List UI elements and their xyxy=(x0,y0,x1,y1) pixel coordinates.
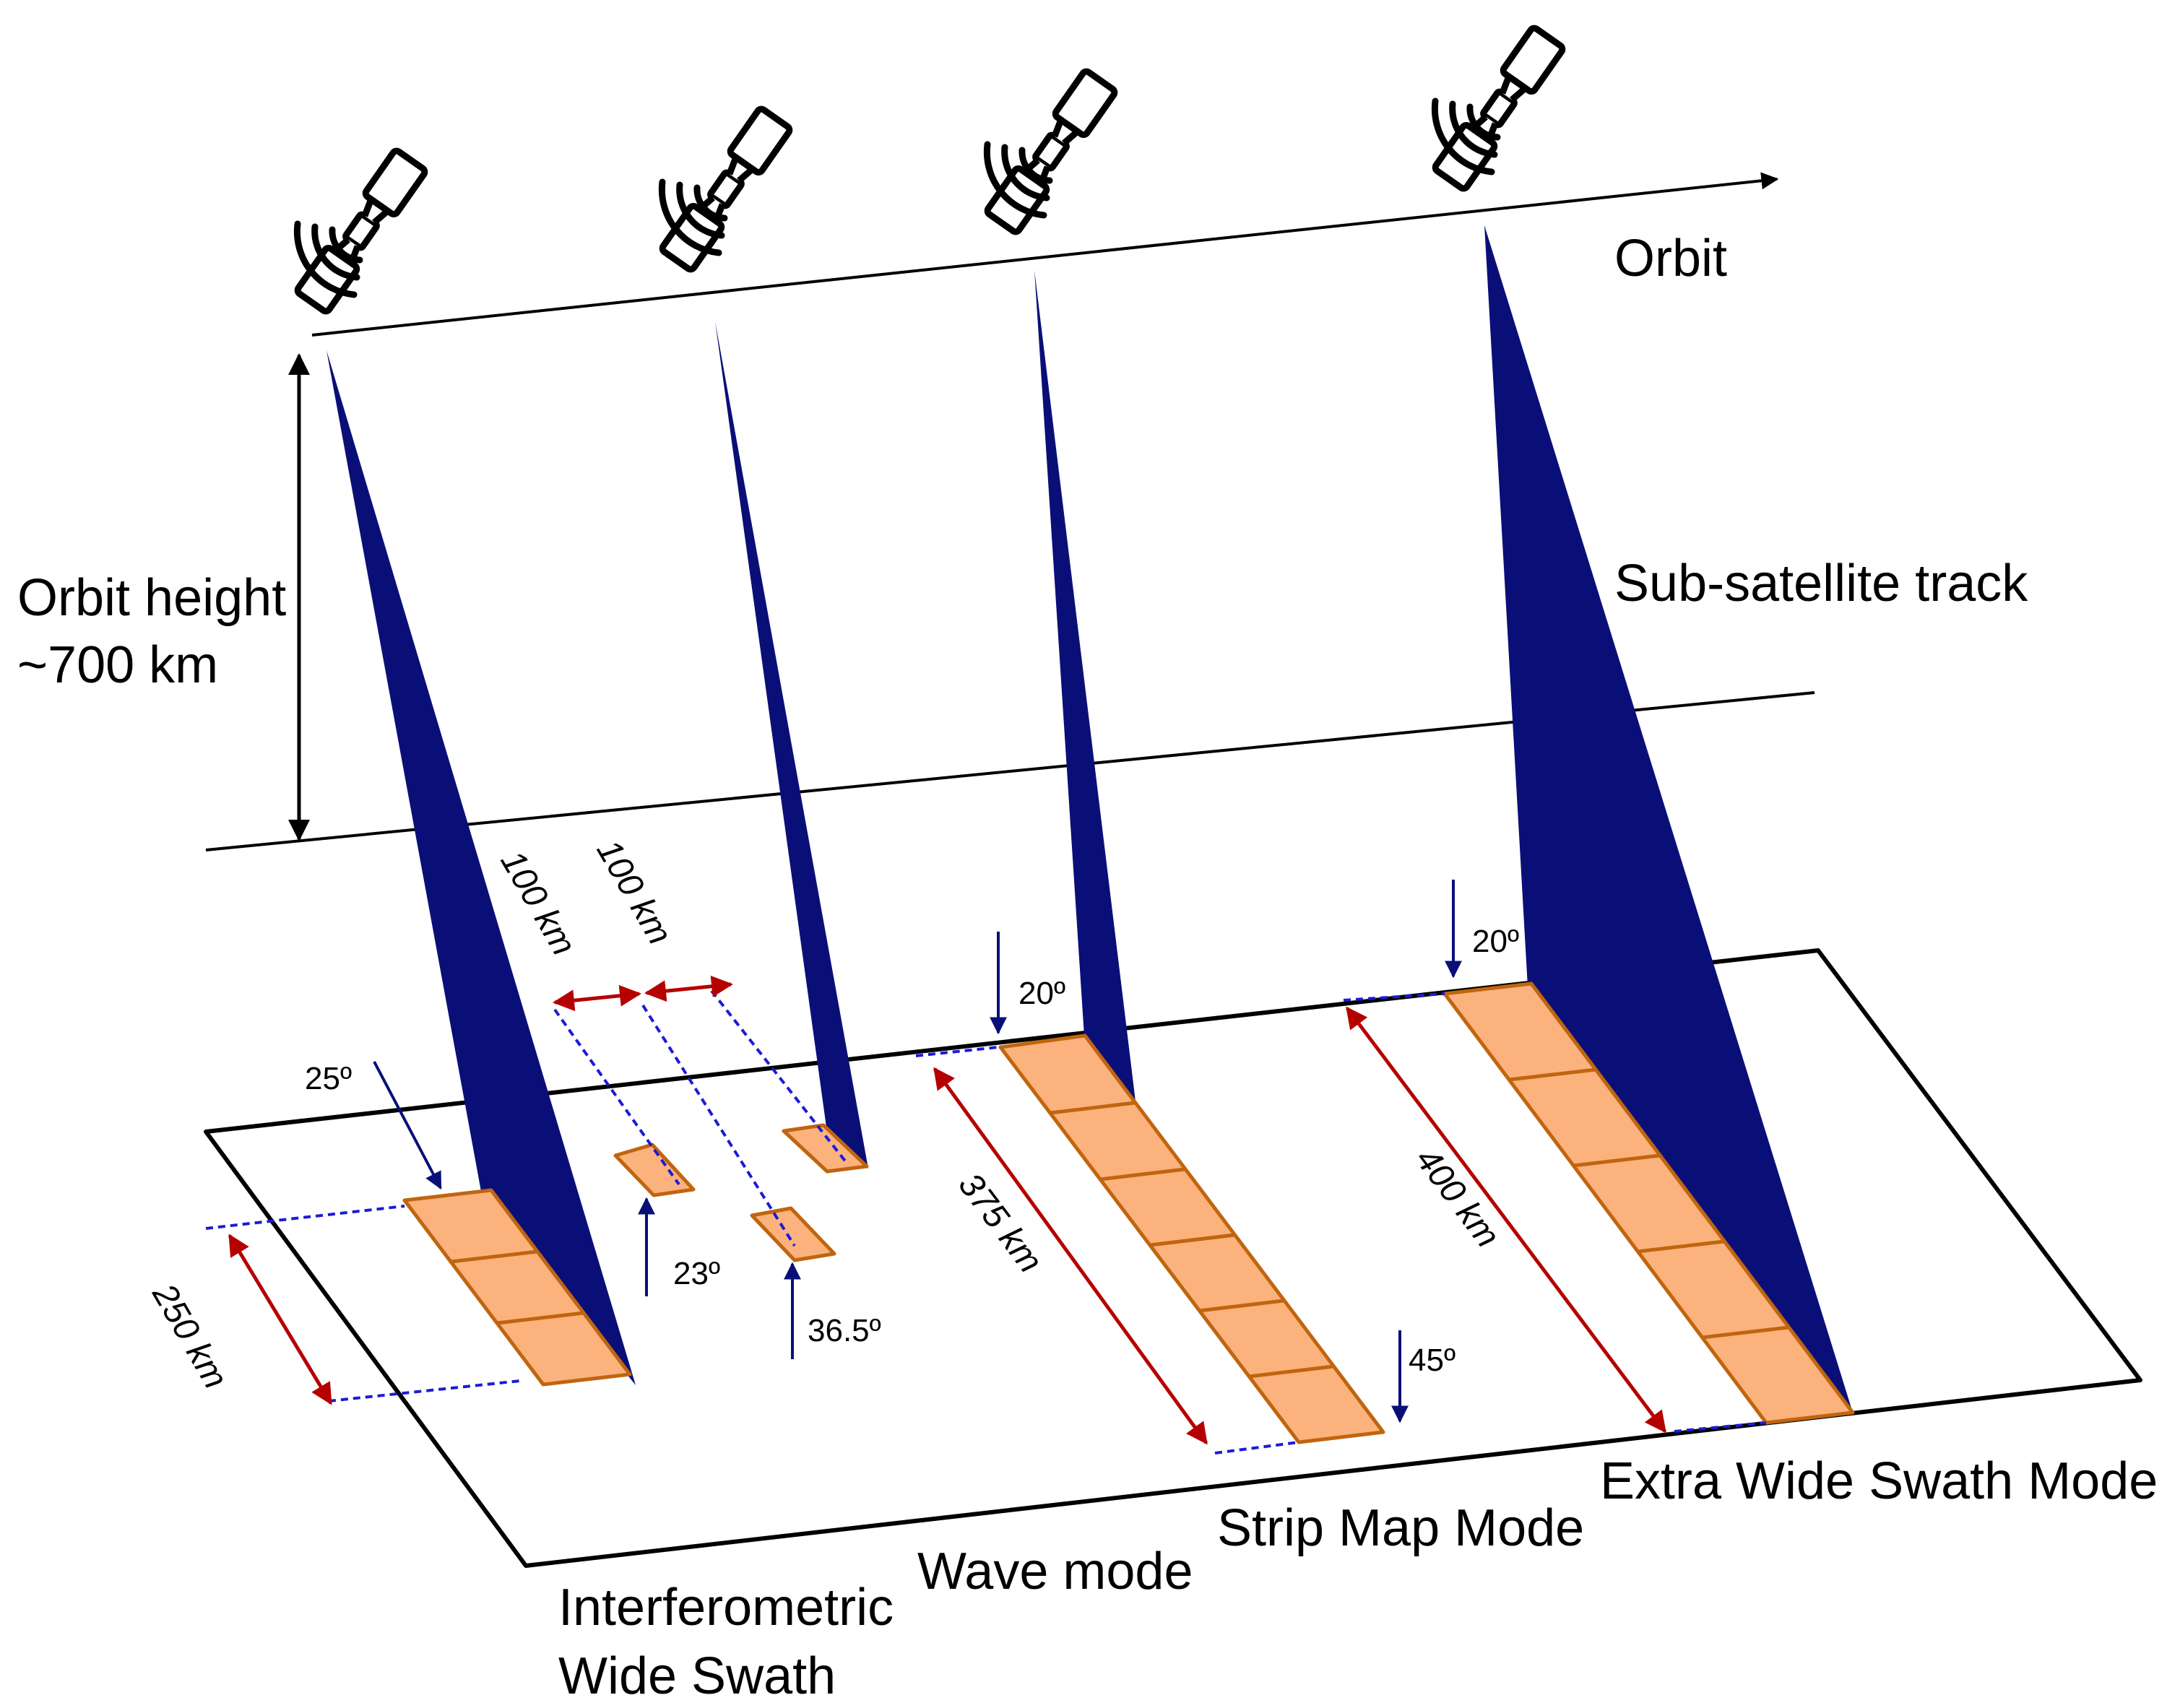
orbit-height-label-2: ~700 km xyxy=(17,636,218,694)
sm-near-angle-label: 20º xyxy=(1018,976,1065,1011)
wave-spacing-arrow-a xyxy=(553,984,641,1012)
iw-width-arrow xyxy=(228,1234,333,1405)
iw-angle-arrow xyxy=(373,1061,442,1190)
sm-far-angle-label: 45º xyxy=(1409,1343,1456,1378)
wave-spacing-label-b: 100 km xyxy=(589,833,679,951)
mode-label-strip-map: Strip Map Mode xyxy=(1217,1499,1584,1557)
ew-width-arrow xyxy=(1346,1006,1666,1434)
beam-extra-wide xyxy=(1484,225,1853,1413)
wave-angle-label-a: 23º xyxy=(673,1256,720,1291)
mode-label-wave: Wave mode xyxy=(917,1543,1193,1600)
beam-strip-map xyxy=(1034,270,1136,1101)
satellite-icon xyxy=(986,70,1116,233)
orbit-line xyxy=(311,172,1779,337)
wave-angle-label-b: 36.5º xyxy=(808,1313,881,1348)
ew-near-angle-label: 20º xyxy=(1472,924,1519,959)
wave-spacing-label-a: 100 km xyxy=(493,844,583,962)
wave-spacing-arrow-b xyxy=(644,975,733,1002)
beam-iw xyxy=(326,350,636,1385)
iw-angle-label: 25º xyxy=(305,1061,352,1096)
satellite-icon xyxy=(1434,27,1564,190)
sm-width-arrow xyxy=(933,1067,1208,1445)
beam-wave xyxy=(715,321,868,1169)
mode-label-iw-1: Interferometric xyxy=(558,1579,894,1637)
beams xyxy=(326,225,1853,1413)
footprint-wave-3 xyxy=(750,1206,836,1262)
satellite-icon xyxy=(661,108,791,271)
orbit-label: Orbit xyxy=(1614,230,1727,287)
iw-width-label: 250 km xyxy=(144,1277,235,1395)
sub-satellite-track-label: Sub-satellite track xyxy=(1614,555,2028,612)
orbit-height-label-1: Orbit height xyxy=(17,569,286,627)
mode-label-iw-2: Wide Swath xyxy=(558,1647,836,1705)
footprint-wave-2 xyxy=(782,1123,869,1174)
mode-label-extra-wide: Extra Wide Swath Mode xyxy=(1600,1452,2158,1510)
footprint-wave-1 xyxy=(613,1143,696,1197)
satellite-icon xyxy=(296,149,426,313)
